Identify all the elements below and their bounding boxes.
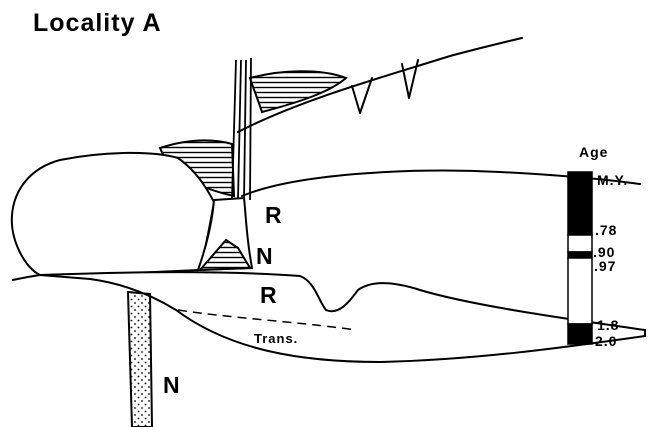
dotted-dike xyxy=(128,292,152,427)
age-tick-097: .97 xyxy=(594,259,616,273)
label-n-bottom: N xyxy=(163,372,180,399)
page-title: Locality A xyxy=(33,9,162,38)
label-r-upper: R xyxy=(265,202,282,229)
age-scale-unit: M.Y. xyxy=(597,172,628,188)
age-tick-20: 2.0 xyxy=(595,334,617,348)
age-scale-heading: Age xyxy=(579,144,608,160)
vent-feeder xyxy=(232,58,251,200)
age-band-normal xyxy=(568,324,592,344)
left-dome xyxy=(12,153,214,275)
age-band-reversed xyxy=(568,258,592,324)
age-tick-078: .78 xyxy=(595,223,617,237)
age-tick-18: 1.8 xyxy=(597,318,619,332)
age-band-normal xyxy=(568,252,592,258)
label-transition: Trans. xyxy=(254,331,298,346)
label-n-middle: N xyxy=(256,243,273,270)
age-band-normal xyxy=(568,172,592,235)
lower-body-top xyxy=(12,275,40,280)
label-r-lower: R xyxy=(260,282,277,309)
age-tick-090: .90 xyxy=(593,245,615,259)
age-scale-bar xyxy=(568,172,592,344)
age-band-reversed xyxy=(568,235,592,252)
